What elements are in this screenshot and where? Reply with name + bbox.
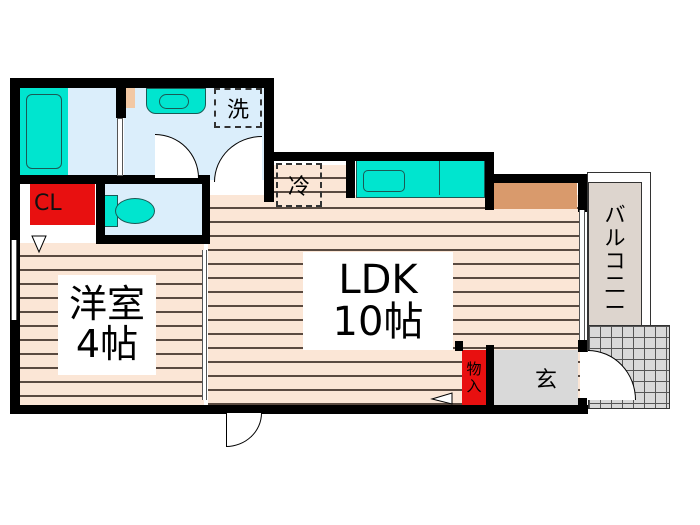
entrance: 玄 [494,350,578,405]
entrance-label: 玄 [534,367,557,393]
wash-basin [146,88,206,114]
toilet-bowl [115,198,155,224]
wall-entrance-post [578,340,587,352]
western-room-label: 洋室 4帖 [58,275,156,375]
wall-toilet-right [202,175,210,243]
sliding-door-room-ldk[interactable] [202,250,207,400]
closet-label: CL [34,191,62,216]
fridge-label: 冷 [287,175,310,200]
fridge-space: 冷 [276,163,322,207]
western-room-text: 洋室 4帖 [68,282,145,366]
wall-top-left [10,78,272,88]
wall-bottom [10,405,588,414]
bottom-door[interactable] [226,413,262,447]
wall-bath-bottom [10,175,210,184]
wall-wash-right [264,78,274,202]
wall-storage [486,345,494,407]
ldk-arrow-icon [430,392,453,405]
washer-space: 洗 [214,88,262,128]
kitchen-counter [494,182,577,209]
closet: CL [30,182,95,225]
balcony-label: バ ル コ 二 ー [604,203,626,320]
window-balcony[interactable] [579,210,585,340]
wall-kitchen-divider-right [485,152,494,210]
wall-kitchen-top [272,152,494,161]
window-left [11,240,17,320]
wall-bath-wash [116,78,126,118]
wall-kitchen-divider-left [346,152,355,198]
wall-right-upper [578,174,587,212]
wall-toilet-left [96,175,105,243]
storage-label: 物 入 [466,360,482,395]
kitchen-sink-counter [356,160,485,198]
ldk-text: LDK 10帖 [332,257,424,345]
entry-arrow-icon [31,235,47,254]
small-cabinet [126,88,135,108]
bathtub [20,88,68,175]
washer-label: 洗 [226,98,249,123]
wall-toilet-bottom [96,235,210,244]
balcony: バ ル コ 二 ー [588,182,642,342]
wall-entrance-right [578,398,587,412]
storage-closet: 物 入 [462,350,486,405]
ldk-label: LDK 10帖 [303,252,453,350]
wall-kitchen-step [486,174,586,183]
wall-storage-top [455,341,463,351]
bath-door[interactable] [117,118,123,176]
fridge-area-floor [272,165,352,197]
